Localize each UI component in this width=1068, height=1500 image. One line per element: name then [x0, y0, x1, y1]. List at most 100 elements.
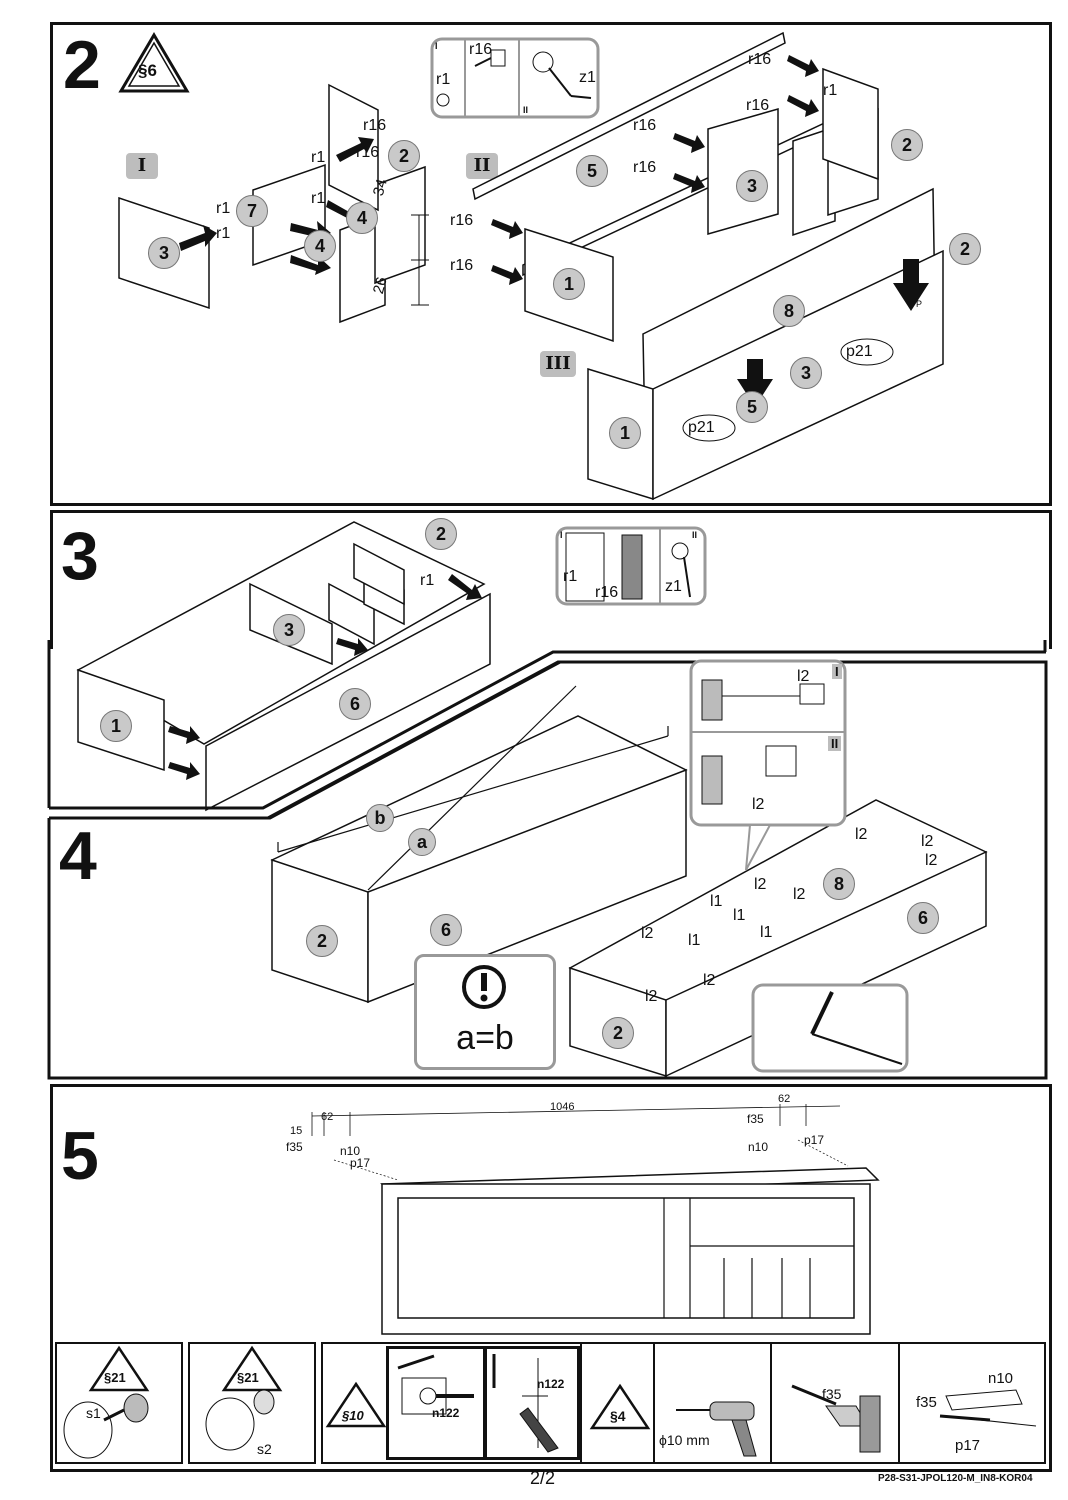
part-number: 2: [949, 233, 981, 265]
part-number: 5: [736, 391, 768, 423]
letter-a-marker: a: [408, 828, 436, 856]
fitting-label-n10: n10: [340, 1144, 361, 1158]
warning-sign-label: §4: [610, 1408, 626, 1424]
fitting-label-n10: n10: [988, 1370, 1014, 1387]
cover-cap-icon: [205, 1389, 275, 1451]
part-number: 2: [425, 518, 457, 550]
step-4-frame: [47, 660, 1048, 1080]
fitting-label-r16: r16: [595, 584, 619, 601]
stage-label: I: [126, 153, 158, 179]
warning-triangle-icon: [221, 1345, 283, 1392]
note-text: a=b: [456, 1019, 514, 1057]
fitting-label-p21: p21: [846, 343, 873, 360]
fitting-label-p21: p21: [688, 419, 715, 436]
detail-inset: [555, 526, 707, 606]
part-label-n122: n122: [432, 1406, 460, 1420]
fitting-label-f35: f35: [822, 1386, 842, 1402]
inset-roman: I: [832, 664, 842, 679]
part-number: 6: [907, 902, 939, 934]
detail-inset: [689, 659, 847, 871]
fitting-label-l1: l1: [760, 924, 773, 941]
note-box: a=b: [414, 954, 556, 1070]
dimension-left-edge: 15: [290, 1125, 303, 1137]
cell-divider: [653, 1342, 655, 1462]
inset-roman: II: [828, 736, 842, 751]
fitting-label-n10: n10: [748, 1140, 769, 1154]
detail-inset: [751, 983, 909, 1073]
inset-roman: I: [435, 41, 438, 51]
fitting-label-l2: l2: [752, 796, 765, 813]
fitting-label-r16: r16: [746, 97, 770, 114]
fitting-label-l2: l2: [703, 972, 716, 989]
fitting-label-p17: p17: [350, 1156, 371, 1170]
fitting-label-r16: r16: [633, 159, 657, 176]
detail-box: [484, 1346, 580, 1460]
fitting-label-r1: r1: [436, 71, 451, 88]
warning-sign-label: §6: [138, 61, 157, 80]
fitting-label-f35: f35: [286, 1140, 303, 1154]
fitting-label-l2: l2: [921, 833, 934, 850]
dimension-total: 1046: [550, 1101, 575, 1113]
letter-b-marker: b: [366, 804, 394, 832]
part-label-s1: s1: [86, 1405, 101, 1421]
wall-plug-insert-drawing: [791, 1384, 881, 1453]
dimension-left-offset: 62: [321, 1111, 334, 1123]
step-2-panel: 2 §6 I II III 2 3 7 4 4 r16 r16: [50, 22, 1052, 506]
fitting-label-l1: l1: [688, 932, 701, 949]
part-number: 3: [148, 237, 180, 269]
fitting-label-r1: r1: [563, 568, 578, 585]
fitting-label-l1: l1: [710, 893, 723, 910]
part-number: 8: [823, 868, 855, 900]
part-number: 2: [306, 925, 338, 957]
fitting-label-l2: l2: [641, 925, 654, 942]
cover-cap-icon: [63, 1393, 149, 1459]
callout-bubble: [682, 414, 736, 442]
part-number: 6: [430, 914, 462, 946]
fitting-label-l2: l2: [793, 886, 806, 903]
fitting-label-l1: l1: [733, 907, 746, 924]
part-number: 8: [773, 295, 805, 327]
fitting-label-l2: l2: [855, 826, 868, 843]
fitting-label-r16: r16: [469, 41, 493, 58]
fitting-label-z1: z1: [579, 69, 596, 86]
hanger-adjust-drawing: [397, 1354, 559, 1453]
fitting-label-f35: f35: [747, 1112, 764, 1126]
fitting-label-r16: r16: [363, 117, 387, 134]
warning-triangle-icon: [589, 1383, 651, 1430]
part-label-n122: n122: [537, 1377, 565, 1391]
drill-icon: [676, 1401, 757, 1457]
fitting-label-l2: l2: [645, 988, 658, 1005]
fitting-label-l2: l2: [925, 852, 938, 869]
fitting-label-r16: r16: [748, 51, 772, 68]
warning-triangle-icon: [118, 32, 190, 93]
fitting-label-r1: r1: [216, 200, 231, 217]
part-number: 5: [576, 155, 608, 187]
drill-size-label: ϕ10 mm: [659, 1432, 710, 1448]
part-number: 2: [891, 129, 923, 161]
part-number: 6: [339, 688, 371, 720]
warning-sign-label: §10: [342, 1408, 364, 1423]
fitting-label-r1: r1: [216, 225, 231, 242]
part-number: 7: [236, 195, 268, 227]
hanger-screw-drawing: [939, 1389, 1037, 1427]
step-number: 4: [59, 818, 97, 894]
fitting-label-l2: l2: [797, 668, 810, 685]
stage-label: II: [466, 153, 498, 179]
fitting-label-r16: r16: [633, 117, 657, 134]
stage-label: III: [540, 351, 576, 377]
callout-bubble: [840, 338, 894, 366]
part-number: 3: [790, 357, 822, 389]
fitting-label-r1: r1: [823, 82, 838, 99]
part-number: 1: [553, 268, 585, 300]
dimension-lines: [311, 1104, 841, 1136]
fitting-label-p: P: [916, 299, 923, 309]
detail-inset: [430, 37, 600, 119]
part-number: 2: [602, 1017, 634, 1049]
step-4-right-drawing: [568, 799, 988, 1078]
warning-sign-label: §21: [237, 1370, 259, 1385]
fitting-label-f35: f35: [916, 1394, 937, 1411]
part-number: 2: [388, 140, 420, 172]
fitting-label-r16: r16: [450, 257, 474, 274]
part-number: 4: [304, 230, 336, 262]
warning-sign-label: §21: [104, 1370, 126, 1385]
